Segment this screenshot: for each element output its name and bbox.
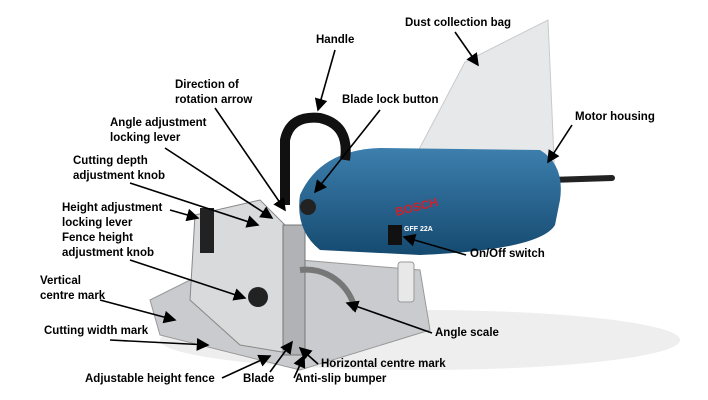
label-handle: Handle	[316, 34, 355, 46]
blade-housing	[282, 224, 306, 356]
power-cable	[547, 175, 615, 183]
label-motor-housing: Motor housing	[575, 111, 655, 123]
label-blade-lock: Blade lock button	[342, 94, 439, 106]
bumper-right	[397, 261, 415, 303]
label-angle-scale: Angle scale	[435, 327, 499, 339]
label-cutting-width: Cutting width mark	[44, 325, 149, 337]
label-anti-slip: Anti-slip bumper	[295, 373, 387, 385]
label-blade: Blade	[243, 373, 275, 385]
fence-height-knob	[248, 287, 268, 307]
label-dust-bag: Dust collection bag	[405, 17, 512, 29]
on-off-switch	[388, 225, 402, 245]
label-on-off: On/Off switch	[470, 248, 545, 260]
leader-lines	[99, 31, 573, 379]
label-adjustable-fence: Adjustable height fence	[85, 373, 215, 385]
label-horizontal-centre: Horizontal centre mark	[321, 358, 446, 370]
motor-housing	[299, 148, 561, 255]
handle	[280, 112, 351, 205]
blade-lock-button	[300, 199, 316, 215]
height-locking-lever	[200, 208, 214, 253]
model-label: GFF 22A	[404, 226, 433, 233]
